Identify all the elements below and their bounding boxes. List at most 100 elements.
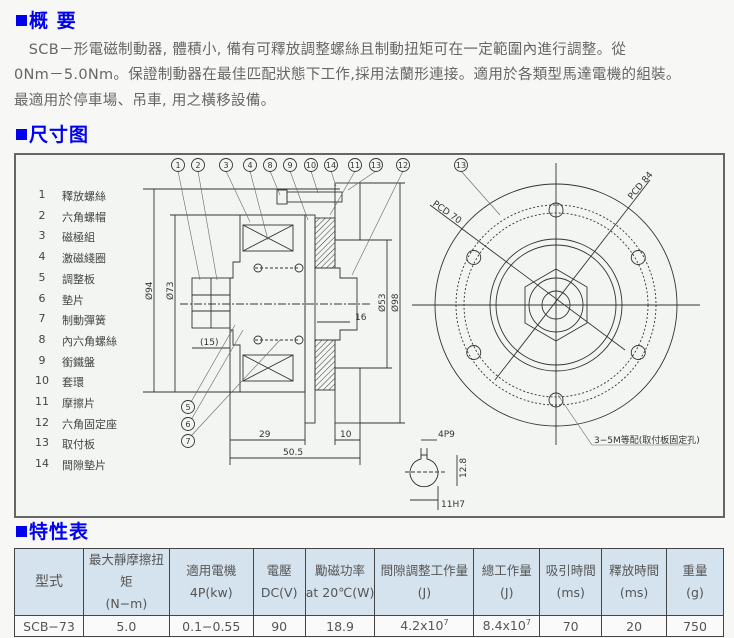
mounting-hole: [630, 345, 646, 360]
dim-d94: Ø94: [144, 281, 155, 300]
balloon-circle: [304, 158, 318, 172]
header-unit: (g): [686, 585, 704, 600]
cell-weight: 750: [666, 615, 724, 637]
balloon-circle: [181, 400, 195, 414]
dim-29: 29: [259, 430, 271, 440]
front-view: PCD 70 PCD 84 3−5M等配(取付板固定孔): [412, 163, 700, 446]
part-name: 墊片: [62, 293, 84, 307]
part-name: 取付板: [62, 438, 95, 452]
header-unit: (J): [417, 585, 432, 600]
balloon-circle: [348, 158, 362, 172]
part-name: 銜鐵盤: [62, 355, 95, 369]
balloon-number: 3: [223, 161, 228, 170]
header-label: 勵磁功率: [315, 563, 366, 578]
part-name: 摩擦片: [62, 397, 95, 410]
cell-power: 18.9: [304, 615, 376, 637]
balloon-circle: [283, 158, 297, 172]
holes-label: 3−5M等配(取付板固定孔): [594, 434, 700, 446]
balloon-circle: [263, 158, 277, 172]
column-header: 總工作量 (J): [473, 548, 541, 616]
mounting-hole: [548, 392, 564, 408]
overview-line-3: 最適用於停車場、吊車, 用之橫移設備。: [14, 93, 276, 109]
part-number: 5: [38, 270, 46, 284]
keyway-width-label: 4P9: [438, 430, 455, 440]
cell-voltage: 90: [252, 615, 306, 637]
part-name: 磁極組: [62, 231, 95, 245]
square-bullet-icon: [16, 129, 27, 140]
header-unit: (ms): [556, 585, 585, 600]
pcd-84-label: PCD 84: [627, 170, 656, 202]
part-number: 4: [38, 250, 46, 264]
header-unit: (J): [500, 585, 514, 600]
header-label: 型式: [34, 574, 63, 590]
balloon-number: 7: [185, 437, 190, 446]
keyway-detail: 4P9 12.8 11H7: [405, 430, 469, 510]
column-header: 釋放時間(ms): [601, 548, 668, 616]
header-label: 間隙調整工作量: [380, 563, 469, 578]
part-name: 制動彈簧: [62, 314, 106, 328]
part-number: 14: [35, 457, 49, 471]
header-unit: (N−m): [105, 596, 148, 611]
part-number: 8: [38, 332, 46, 346]
column-header: 型式: [14, 548, 84, 616]
part-number: 7: [38, 312, 46, 326]
header-label: 釋放時間: [609, 563, 660, 578]
balloon-circle: [454, 158, 468, 172]
part-number: 6: [38, 291, 46, 305]
header-unit: 4P(kw): [189, 585, 233, 600]
overview-line-2: 0Nm－5.0Nm。保證制動器在最佳匹配狀態下工作,採用法蘭形連接。適用於各類型…: [14, 67, 681, 83]
bore-label: 11H7: [441, 500, 465, 510]
column-header: 間隙調整工作量 (J): [374, 548, 475, 616]
header-label: 重量: [682, 563, 708, 578]
balloon-circle: [243, 158, 257, 172]
column-header: 重量 (g): [666, 548, 724, 616]
part-number: 10: [35, 374, 49, 388]
keyway-height-label: 12.8: [459, 458, 469, 478]
balloon-circle: [181, 434, 195, 448]
balloon-number: 12: [398, 161, 408, 170]
cell-motor: 0.1−0.55: [168, 615, 254, 637]
header-label: 最大靜摩擦扭矩: [88, 552, 164, 589]
part-name: 六角螺帽: [62, 210, 106, 224]
balloon-number: 13: [456, 161, 466, 170]
part-name: 釋放螺絲: [62, 190, 106, 203]
cell-model: SCB−73: [14, 615, 84, 637]
dim-16: 16: [355, 313, 367, 323]
balloon-circle: [369, 158, 383, 172]
part-name: 內六角螺絲: [62, 334, 117, 348]
column-header: 最大靜摩擦扭矩 (N−m): [82, 548, 170, 616]
column-header: 吸引時間 (ms): [539, 548, 603, 616]
pcd-70-label: PCD 70: [430, 199, 463, 226]
balloon-number: 13: [371, 161, 381, 170]
part-number: 3: [38, 229, 46, 243]
header-label: 電壓: [266, 563, 292, 578]
header-unit: DC(V): [260, 585, 298, 600]
table-row: SCB−73 5.0 0.1−0.55 90 18.9 4.2x107 8.4x…: [14, 615, 724, 637]
mounting-hole: [466, 345, 482, 360]
dimension-drawing: [14, 153, 725, 518]
specs-heading: 特性表: [16, 517, 89, 544]
part-name: 間隙墊片: [62, 459, 106, 473]
balloon-number: 1: [175, 161, 180, 170]
part-name: 調整板: [62, 272, 95, 286]
balloon-circle: [219, 158, 233, 172]
part-name: 套環: [62, 376, 84, 390]
part-number: 13: [35, 436, 49, 450]
header-label: 吸引時間: [545, 563, 596, 578]
dim-d98: Ø98: [390, 293, 401, 312]
header-label: 總工作量: [481, 563, 532, 578]
dim-d53: Ø53: [377, 293, 388, 312]
balloon-circle: [181, 417, 195, 431]
balloon-number: 6: [185, 420, 190, 429]
mounting-hole: [548, 202, 564, 218]
dimensions-heading: 尺寸图: [16, 120, 89, 147]
mounting-hole: [630, 250, 646, 265]
balloon-circle: [396, 158, 410, 172]
balloon-circle: [171, 158, 185, 172]
cell-gap-work: 4.2x107: [374, 615, 475, 637]
part-name: 六角固定座: [62, 417, 117, 431]
